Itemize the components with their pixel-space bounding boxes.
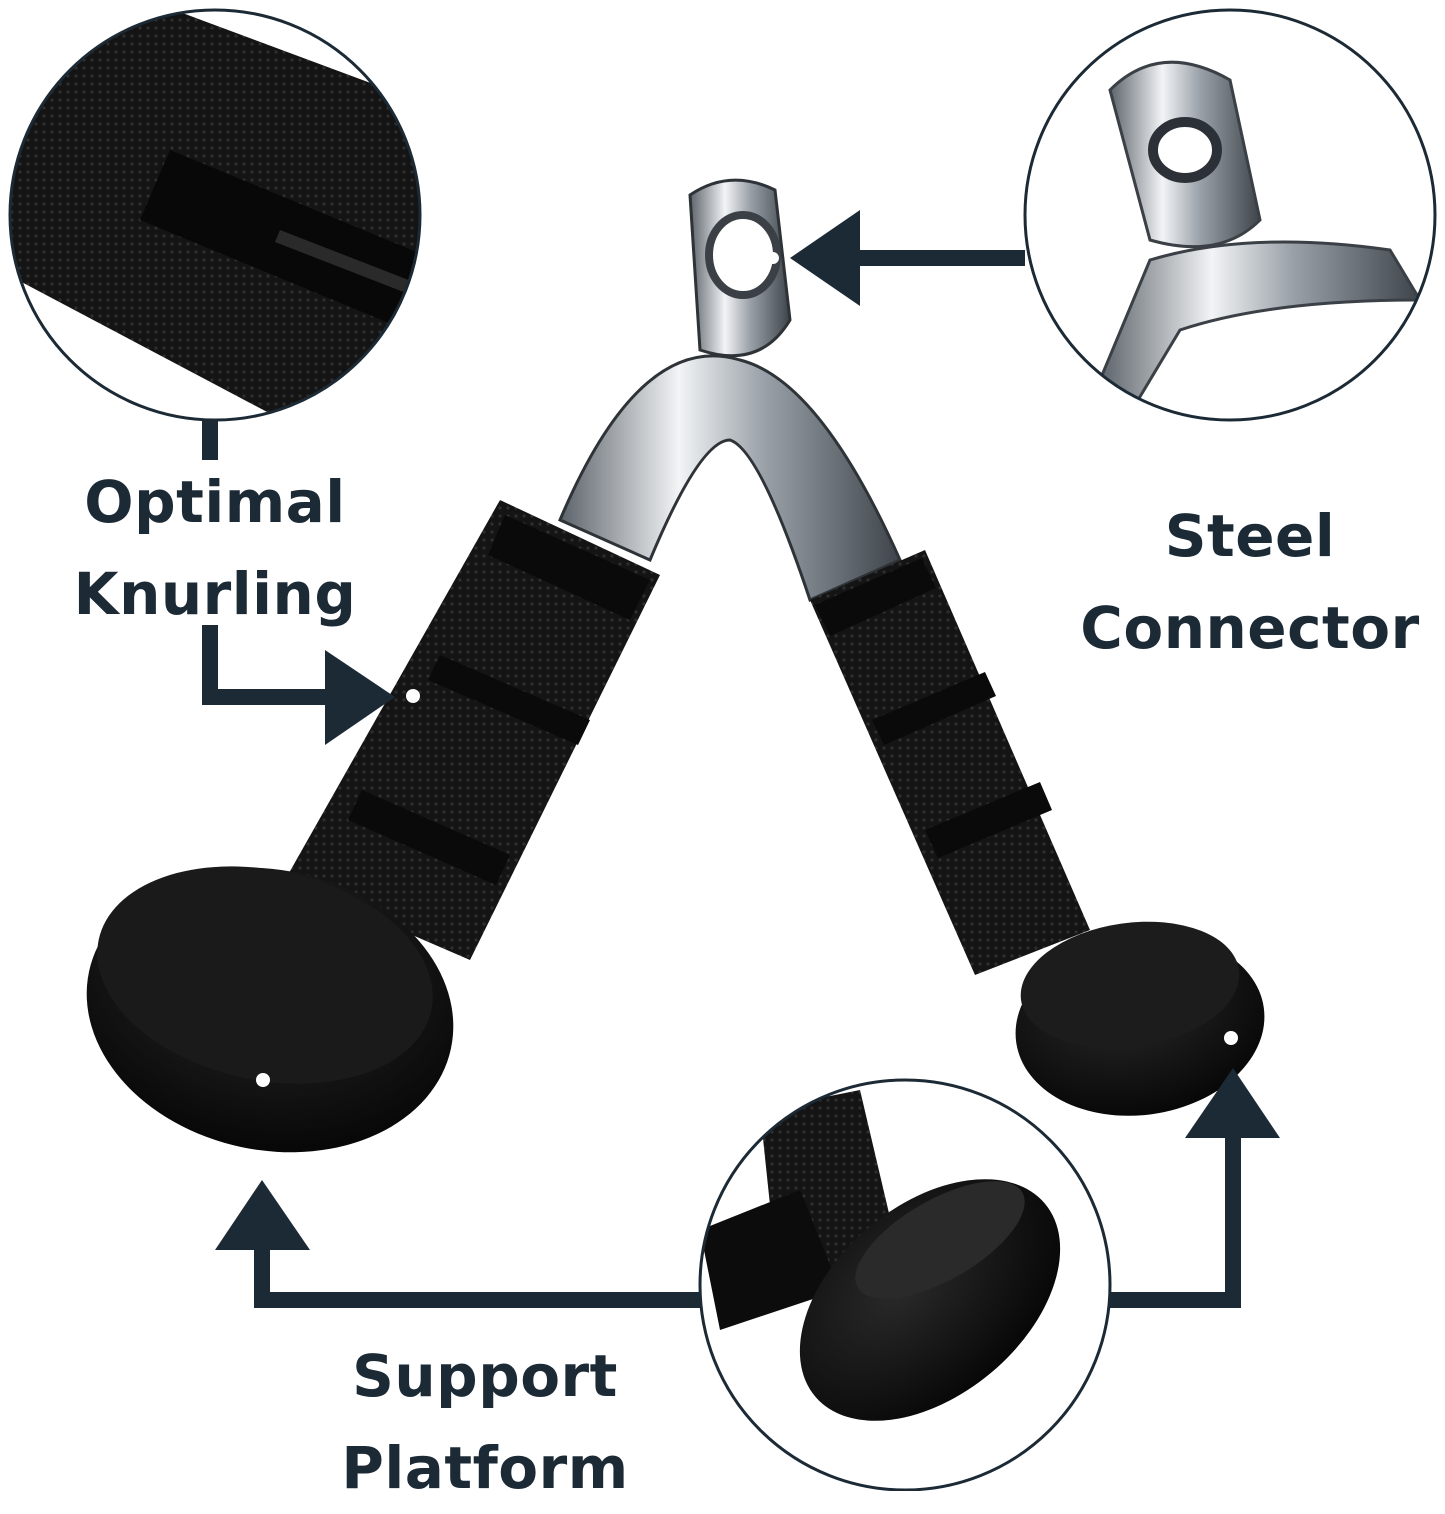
label-platform-line2: Platform (341, 1434, 629, 1502)
right-grip (810, 550, 1265, 1116)
callout-dot-right-disc (1224, 1031, 1238, 1045)
arrow-connector (790, 210, 1025, 306)
arrow-knurling (202, 420, 330, 705)
label-connector-line2: Connector (1080, 594, 1420, 662)
arrow-head-knurling (325, 650, 395, 745)
zoom-circle-knurling (8, 8, 422, 422)
callout-dot-connector (767, 252, 779, 264)
label-connector-line1: Steel (1164, 502, 1336, 570)
callout-dot-left-disc (256, 1073, 270, 1087)
label-support-platform: Support Platform (300, 1330, 670, 1514)
arrow-platform-left (215, 1180, 700, 1308)
label-knurling-line2: Knurling (73, 560, 357, 628)
left-grip (86, 500, 660, 1153)
zoom-circle-platform (698, 1078, 1112, 1491)
zoom-circle-connector (1023, 8, 1437, 422)
label-steel-connector: Steel Connector (1060, 490, 1440, 674)
label-platform-line1: Support (352, 1342, 618, 1410)
steel-connector-eye (688, 178, 792, 358)
arrow-platform-right (1110, 1068, 1280, 1308)
label-optimal-knurling: Optimal Knurling (40, 456, 390, 640)
callout-dot-knurling (406, 689, 420, 703)
v-handle-product (86, 178, 1265, 1153)
steel-bend (558, 354, 902, 603)
label-knurling-line1: Optimal (84, 468, 346, 536)
